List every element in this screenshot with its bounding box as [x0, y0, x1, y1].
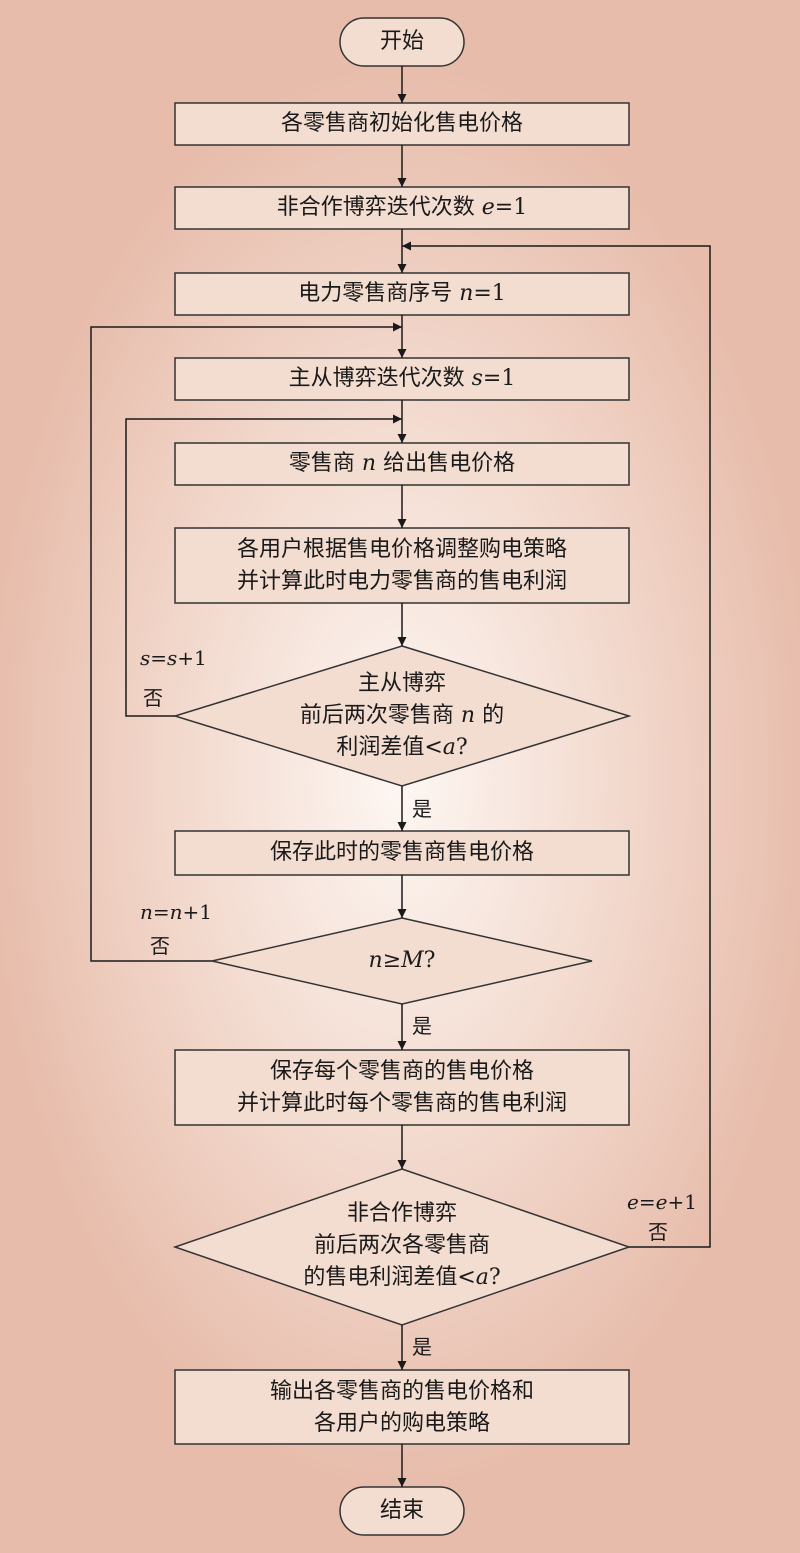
save-all-line1: 保存每个零售商的售电价格 — [269, 1059, 534, 1084]
decision-noncoop-line2: 前后两次各零售商 — [313, 1233, 490, 1258]
stackelberg-iter-label: 主从博弈迭代次数 s=1 — [288, 366, 516, 391]
user-adjust-line2: 并计算此时电力零售商的售电利润 — [236, 569, 567, 594]
save-all-label: 保存每个零售商的售电价格 并计算此时每个零售商的售电利润 — [175, 1056, 629, 1120]
decision-profit-line3: 利润差值<a? — [336, 735, 468, 760]
loop-e-feedback — [402, 241, 711, 1248]
user-adjust-label: 各用户根据售电价格调整购电策略 并计算此时电力零售商的售电利润 — [175, 534, 629, 598]
e-update-label: e=e+1 — [627, 1190, 697, 1214]
decision-n-label: n≥M? — [368, 948, 436, 973]
decision-profit-line1: 主从博弈 — [357, 671, 446, 696]
decision-profit-line2: 前后两次零售商 n 的 — [299, 703, 505, 728]
init-price-box — [174, 102, 630, 146]
start-label: 开始 — [379, 29, 424, 54]
user-adjust-line1: 各用户根据售电价格调整购电策略 — [236, 537, 567, 562]
n-update-label: n=n+1 — [140, 900, 213, 924]
decision-noncoop-line1: 非合作博弈 — [346, 1201, 457, 1226]
s-update-label: s=s+1 — [140, 646, 207, 670]
no-label-s: 否 — [143, 686, 163, 710]
output-line2: 各用户的购电策略 — [313, 1411, 490, 1436]
loop-s-feedback — [125, 414, 402, 717]
save-price-box — [174, 830, 630, 876]
yes-label-2: 是 — [412, 1014, 432, 1038]
output-line1: 输出各零售商的售电价格和 — [269, 1379, 534, 1404]
save-all-line2: 并计算此时每个零售商的售电利润 — [236, 1091, 567, 1116]
retailer-index-box — [174, 272, 630, 316]
output-label: 输出各零售商的售电价格和 各用户的购电策略 — [175, 1376, 629, 1440]
no-label-e: 否 — [648, 1220, 668, 1244]
end-label: 结束 — [379, 1498, 424, 1523]
retailer-price-label: 零售商 n 给出售电价格 — [288, 451, 516, 476]
decision-noncoop-line3: 的售电利润差值<a? — [303, 1265, 501, 1290]
no-label-n: 否 — [150, 934, 170, 958]
init-price-label: 各零售商初始化售电价格 — [280, 111, 523, 136]
save-price-label: 保存此时的零售商售电价格 — [269, 840, 534, 865]
decision-profit-label: 主从博弈 前后两次零售商 n 的 利润差值<a? — [175, 668, 629, 764]
loop-n-feedback — [90, 322, 402, 962]
output-box — [174, 1369, 630, 1445]
yes-label-3: 是 — [412, 1335, 432, 1359]
decision-noncoop-label: 非合作博弈 前后两次各零售商 的售电利润差值<a? — [175, 1198, 629, 1294]
retailer-index-label: 电力零售商序号 n=1 — [298, 281, 506, 306]
yes-label-1: 是 — [412, 797, 432, 821]
noncoop-iter-label: 非合作博弈迭代次数 e=1 — [276, 195, 528, 220]
save-all-box — [174, 1049, 630, 1126]
